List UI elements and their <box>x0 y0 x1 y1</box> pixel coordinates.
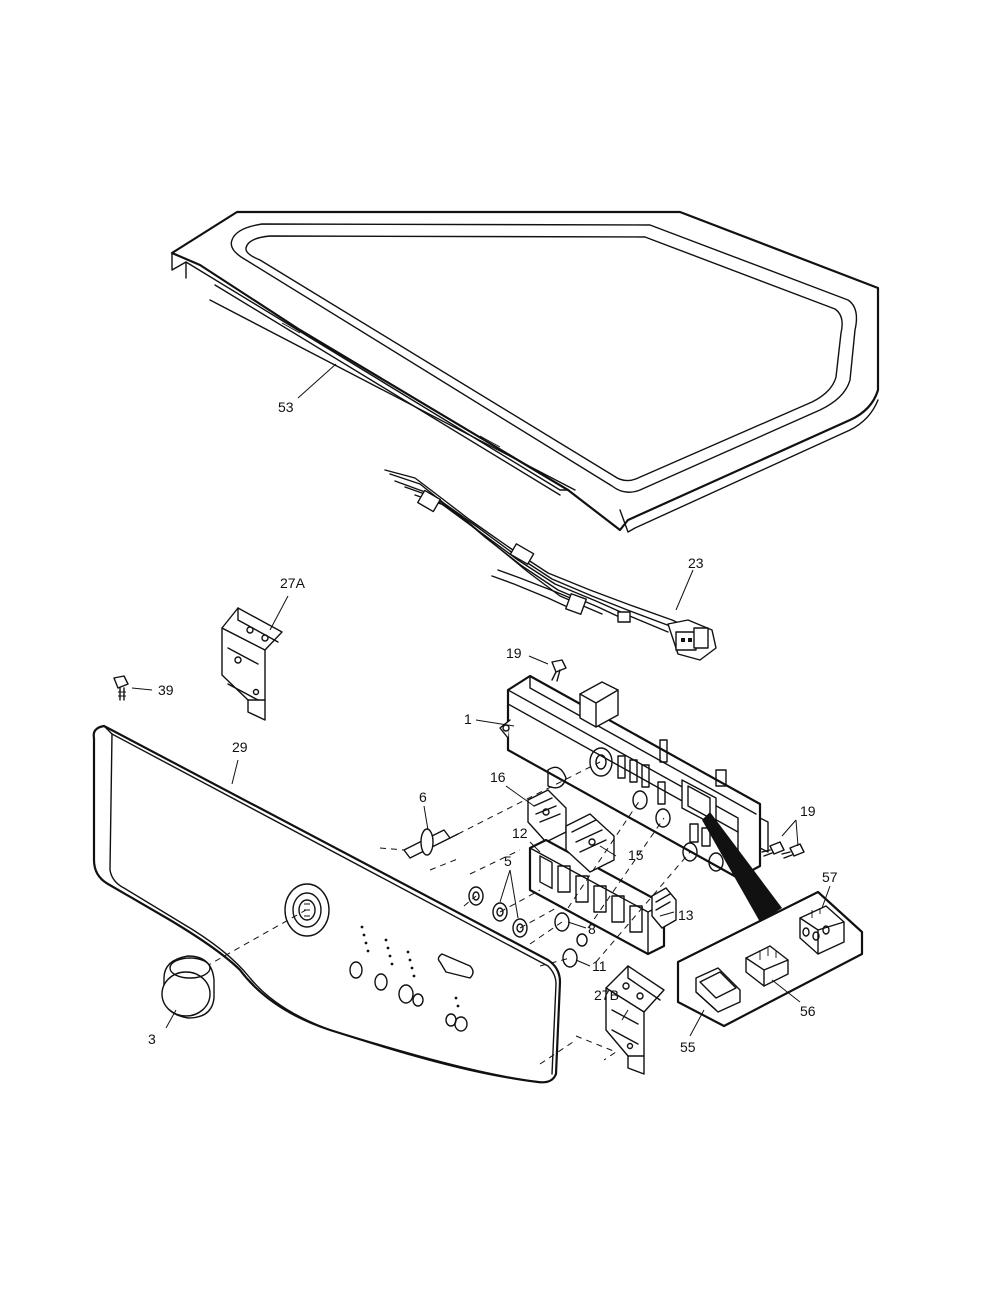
part-11-button <box>562 933 588 968</box>
label-1: 1 <box>464 711 472 727</box>
part-23-wire-harness <box>384 469 717 661</box>
label-29: 29 <box>232 739 248 755</box>
part-53-top-cover <box>170 210 880 533</box>
part-27a-bracket <box>221 607 283 721</box>
part-57-connector <box>799 905 845 955</box>
label-56: 56 <box>800 1003 816 1019</box>
part-1-control-housing <box>499 674 769 880</box>
label-53: 53 <box>278 399 294 415</box>
label-39: 39 <box>158 682 174 698</box>
label-16: 16 <box>490 769 506 785</box>
label-23: 23 <box>688 555 704 571</box>
label-19-top: 19 <box>506 645 522 661</box>
label-15: 15 <box>628 847 644 863</box>
label-3: 3 <box>148 1031 156 1047</box>
label-57: 57 <box>822 869 838 885</box>
part-56-connector <box>745 945 789 987</box>
label-5: 5 <box>504 853 512 869</box>
label-19-right: 19 <box>800 803 816 819</box>
assembly-lines <box>195 761 691 1065</box>
label-55: 55 <box>680 1039 696 1055</box>
part-19-screw-top <box>551 659 567 682</box>
part-6-shaft <box>403 828 459 859</box>
label-13: 13 <box>678 907 694 923</box>
label-12: 12 <box>512 825 528 841</box>
label-27a: 27A <box>280 575 306 591</box>
part-3-knob <box>161 955 215 1019</box>
detail-callout-beam <box>702 812 782 922</box>
label-27b: 27B <box>594 987 619 1003</box>
label-11: 11 <box>592 958 607 974</box>
part-27b-bracket <box>605 965 665 1075</box>
label-8: 8 <box>588 921 596 937</box>
label-6: 6 <box>419 789 427 805</box>
part-39-screw <box>113 675 129 701</box>
leader-lines <box>131 363 831 1037</box>
part-13-switch <box>651 887 677 929</box>
part-16-switch <box>527 789 567 843</box>
part-labels: 53 23 27A 19 39 1 29 6 16 12 15 19 5 8 1… <box>148 399 838 1055</box>
part-55-lens <box>695 967 741 1013</box>
part-29-control-panel <box>92 724 562 1084</box>
